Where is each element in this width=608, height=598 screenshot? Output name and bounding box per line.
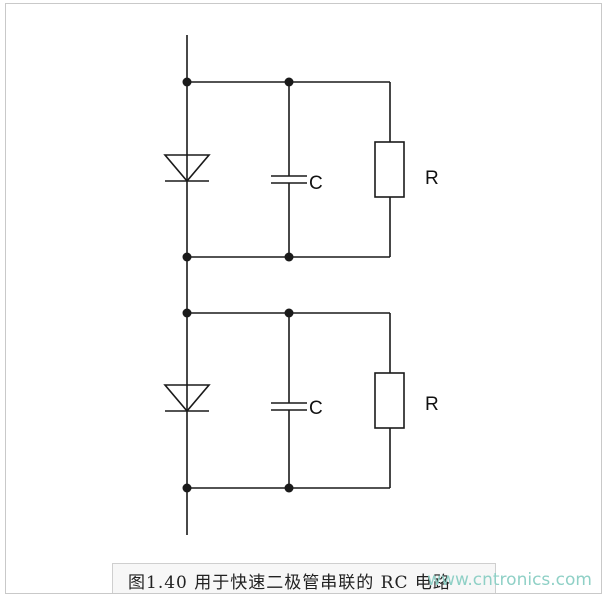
capacitor-label: C bbox=[309, 398, 323, 419]
stage2-resistor bbox=[374, 372, 405, 429]
junction-dot bbox=[182, 252, 192, 262]
junction-dot bbox=[182, 77, 192, 87]
resistor-label: R bbox=[425, 168, 439, 189]
caption-box bbox=[112, 563, 496, 593]
junction-dot bbox=[284, 308, 294, 318]
junction-dot bbox=[182, 308, 192, 318]
figure-caption: 图1.40 用于快速二极管串联的 RC 电路 bbox=[128, 573, 451, 593]
stage2-diode-triangle bbox=[163, 384, 211, 413]
junction-dot bbox=[284, 252, 294, 262]
stage1-diode-triangle bbox=[163, 154, 211, 183]
site-watermark: www.cntronics.com bbox=[427, 570, 592, 590]
junction-dot bbox=[182, 483, 192, 493]
resistor-label: R bbox=[425, 394, 439, 415]
stage1-resistor bbox=[374, 141, 405, 198]
junction-dot bbox=[284, 77, 294, 87]
junction-dot bbox=[284, 483, 294, 493]
figure-frame bbox=[5, 3, 602, 594]
capacitor-label: C bbox=[309, 173, 323, 194]
